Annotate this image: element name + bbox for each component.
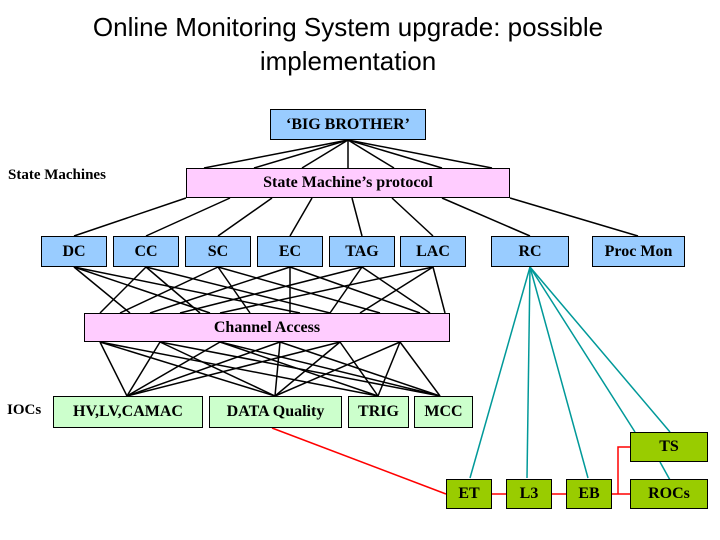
channel-access-box: Channel Access — [84, 313, 450, 342]
cc-box: CC — [113, 236, 179, 267]
mcc-box: MCC — [414, 396, 473, 428]
hv-lv-camac-box: HV,LV,CAMAC — [53, 396, 203, 428]
state-machines-label: State Machines — [8, 167, 106, 183]
rocs-box: ROCs — [630, 479, 708, 509]
proc-mon-box: Proc Mon — [592, 236, 685, 267]
trig-box: TRIG — [348, 396, 409, 428]
bb-to-protocol-lines — [203, 139, 493, 169]
ec-box: EC — [257, 236, 323, 267]
sm-to-channel-access-lines — [73, 266, 446, 314]
tag-box: TAG — [329, 236, 395, 267]
iocs-label: IOCs — [7, 402, 42, 418]
dc-box: DC — [41, 236, 107, 267]
title-line-2: implementation — [259, 46, 437, 76]
data-quality-box: DATA Quality — [209, 396, 342, 428]
ts-to-rocs-line — [659, 461, 671, 481]
et-box: ET — [446, 479, 492, 509]
red-data-lines — [271, 427, 630, 495]
rc-box: RC — [491, 236, 569, 267]
ts-box: TS — [630, 432, 708, 462]
eb-box: EB — [566, 479, 612, 509]
title-line-1: Online Monitoring System upgrade: possib… — [92, 12, 604, 42]
big-brother-box: ‘BIG BROTHER’ — [270, 109, 426, 140]
channel-access-to-ioc-lines — [99, 341, 441, 397]
page-title: Online Monitoring System upgrade: possib… — [0, 10, 696, 78]
state-machine-protocol-box: State Machine’s protocol — [186, 168, 510, 198]
l3-box: L3 — [506, 479, 552, 509]
lac-box: LAC — [400, 236, 466, 267]
rc-teal-lines — [469, 266, 671, 479]
protocol-to-sm-lines — [73, 197, 639, 237]
sc-box: SC — [185, 236, 251, 267]
